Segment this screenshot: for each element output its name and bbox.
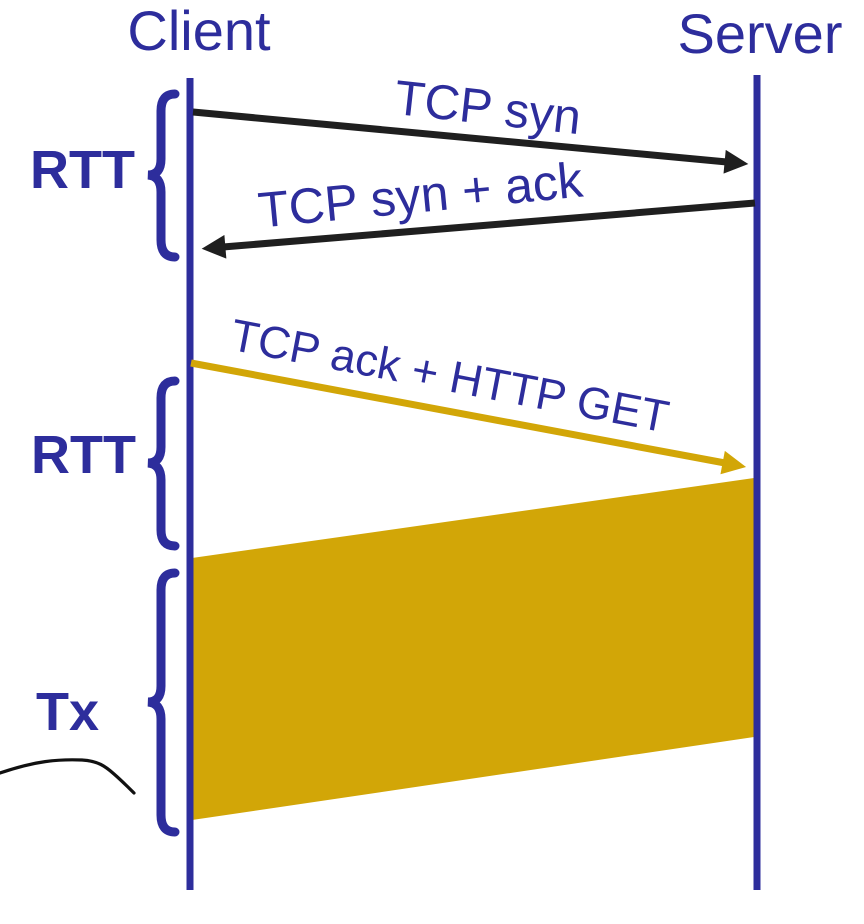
squiggle-line — [0, 758, 136, 795]
rtt1-brace — [147, 89, 180, 262]
rtt1-label: RTT — [30, 140, 135, 200]
client-actor-label: Client — [127, 0, 271, 62]
tcp-syn-ack-label: TCP syn + ack — [256, 152, 586, 239]
tx-label: Tx — [36, 682, 99, 742]
tcp-ack-http-get-arrow — [190, 359, 747, 475]
server-actor-label: Server — [678, 2, 843, 65]
tcp-syn-ack-arrow — [201, 199, 756, 259]
tcp-ack-http-get-label: TCP ack + HTTP GET — [227, 309, 673, 442]
data-transfer-block — [192, 478, 754, 820]
rtt2-brace — [147, 376, 180, 551]
tcp-syn-arrow — [192, 108, 749, 174]
tx-brace — [147, 568, 180, 837]
rtt2-label: RTT — [31, 425, 136, 485]
